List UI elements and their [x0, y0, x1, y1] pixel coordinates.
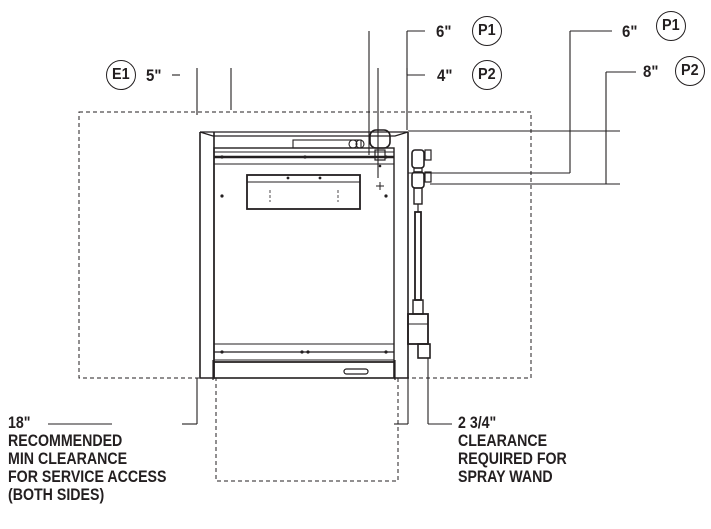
- tag-p1-right-text: P1: [662, 17, 680, 34]
- dimension-p1-top: 6": [436, 22, 452, 41]
- note-line: REQUIRED FOR: [458, 450, 567, 468]
- tag-p1-top-text: P1: [478, 22, 496, 39]
- dimension-p1-right: 6": [622, 22, 638, 41]
- note-line: CLEARANCE: [458, 432, 548, 450]
- tag-p2-top: P2: [472, 60, 502, 90]
- dishwasher-unit: [199, 129, 409, 380]
- note-line: 18": [8, 414, 31, 432]
- tag-p2-right: P2: [675, 56, 705, 86]
- dimension-e1: 5": [146, 66, 162, 85]
- note-line: (BOTH SIDES): [8, 486, 105, 504]
- extension-lines: [196, 31, 620, 424]
- leader-lines: [48, 30, 636, 425]
- tag-p2-top-text: P2: [478, 66, 496, 83]
- tag-e1-text: E1: [112, 66, 130, 83]
- note-line: SPRAY WAND: [458, 468, 553, 486]
- dimension-p2-top: 4": [437, 66, 453, 85]
- note-line: FOR SERVICE ACCESS: [8, 468, 167, 486]
- body-fasteners: [220, 155, 388, 354]
- spray-wand: [407, 149, 432, 359]
- tag-p1-top: P1: [472, 16, 502, 46]
- note-line: MIN CLEARANCE: [8, 450, 128, 468]
- note-line: RECOMMENDED: [8, 432, 123, 450]
- dimension-p2-right: 8": [643, 62, 659, 81]
- tag-e1: E1: [106, 60, 136, 90]
- tag-p1-right: P1: [656, 11, 686, 41]
- tag-p2-right-text: P2: [681, 62, 699, 79]
- spray-wand-clearance-note: 2 3/4" CLEARANCE REQUIRED FOR SPRAY WAND: [458, 414, 567, 486]
- connection-crosshair: [376, 182, 384, 190]
- note-line: 2 3/4": [458, 414, 497, 432]
- service-access-note: 18" RECOMMENDED MIN CLEARANCE FOR SERVIC…: [8, 414, 166, 504]
